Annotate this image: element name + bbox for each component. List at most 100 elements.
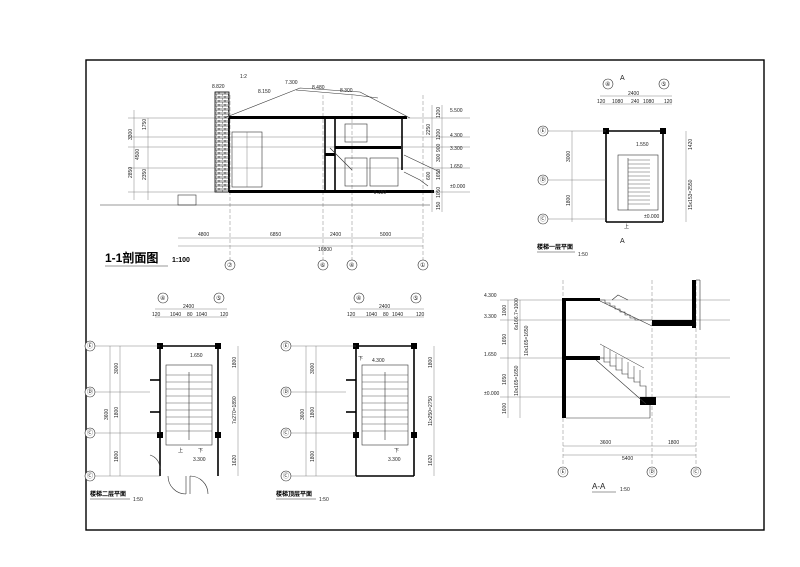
dim-text: 1040 <box>392 312 403 318</box>
elevation-mark: 1.650 <box>450 164 463 170</box>
elevation-mark: 8.300 <box>340 88 353 94</box>
dim-text: 1650 <box>502 374 508 385</box>
dim-text: 1800 <box>232 357 238 368</box>
axis-label: ⑤ <box>216 295 221 302</box>
section-a-a: 4.300 3.300 1.650 ±0.000 1000 1650 1650 … <box>484 279 730 493</box>
dim-text: 120 <box>416 312 425 318</box>
axis-label: Ⓔ <box>540 127 546 135</box>
elevation-mark: 3.300 <box>484 314 497 320</box>
axis-label: Ⓒ <box>87 472 93 480</box>
dim-text: 6850 <box>270 232 281 238</box>
sheet-border <box>85 59 765 531</box>
elevation-mark: 3.300 <box>450 146 463 152</box>
plan-first-floor: ④ ⑤ A A 2400 120 1080 240 1080 120 1.550… <box>537 75 694 258</box>
dim-text: 1040 <box>366 312 377 318</box>
roof-line <box>295 89 379 99</box>
dim-text: 1000 <box>502 305 508 316</box>
floor-slab <box>229 190 434 193</box>
chimney <box>214 91 230 193</box>
dim-text: 16800 <box>318 247 332 253</box>
axis-bubble <box>346 259 358 271</box>
stair-treads <box>166 374 212 432</box>
dim-text: 1800 <box>114 451 120 462</box>
window <box>344 123 368 143</box>
floor-slab <box>229 116 407 119</box>
handrail <box>611 294 629 301</box>
axis-bubble <box>646 466 658 478</box>
landing <box>566 298 600 301</box>
door-swing <box>149 454 161 470</box>
elevation-mark: -0.150 <box>372 190 386 196</box>
dim-text: 3600 <box>104 409 110 420</box>
axis-bubble <box>658 78 670 90</box>
dim-text: 300 <box>436 153 442 162</box>
stair-flight <box>598 357 647 397</box>
axis-label: Ⓒ <box>87 429 93 437</box>
drawing-title: 1-1剖面图 <box>105 250 158 265</box>
stair-soffit <box>599 300 653 327</box>
elevation-mark: 5.500 <box>450 108 463 114</box>
axis-label: Ⓔ <box>560 468 566 476</box>
axis-label: Ⓔ <box>283 342 289 350</box>
drawing-title: 楼梯一层平面 <box>537 243 573 251</box>
axis-bubble <box>157 292 169 304</box>
stair-treads <box>628 159 650 205</box>
dim-text: 120 <box>347 312 356 318</box>
dim-text: 4500 <box>135 149 141 160</box>
dim-text: 1080 <box>612 99 623 105</box>
drawing-scale: 1:100 <box>172 257 190 264</box>
dim-text: 600 <box>426 171 432 180</box>
landing <box>566 356 600 360</box>
elevation-mark: 1.650 <box>484 352 497 358</box>
dim-text: 120 <box>664 99 673 105</box>
dim-text: 2350 <box>142 169 148 180</box>
drawing-title: 楼梯二层平面 <box>90 490 126 498</box>
plan-top-floor: ④ ⑤ 2400 120 1040 80 1040 120 4.300 3.3 <box>276 292 435 503</box>
dim-text: 10x165=1650 <box>524 325 530 356</box>
axis-label: ⑦ <box>227 262 233 269</box>
landing <box>640 397 656 405</box>
dim-text: 2250 <box>426 124 432 135</box>
dim-text: 2400 <box>183 304 194 310</box>
dim-text: 3000 <box>310 363 316 374</box>
dim-text: 1200 <box>436 129 442 140</box>
dim-text: 2400 <box>330 232 341 238</box>
axis-label: ④ <box>349 262 354 269</box>
dim-text: 1040 <box>170 312 181 318</box>
axis-bubble <box>557 466 569 478</box>
dim-text: 2400 <box>628 91 639 97</box>
floor-slab <box>335 146 401 149</box>
dim-text: 1650 <box>502 334 508 345</box>
dim-text: 80 <box>383 312 389 318</box>
elevation-mark: ±0.000 <box>644 214 659 220</box>
dim-text: 2400 <box>379 304 390 310</box>
wall <box>562 298 566 418</box>
axis-label: Ⓒ <box>540 215 546 223</box>
dim-text: 240 <box>631 99 640 105</box>
dim-text: 11x250=2750 <box>428 396 434 426</box>
plan-second-floor: ④ ⑤ 2400 120 1040 80 1040 120 1.650 3.30… <box>84 292 239 503</box>
dim-text: 1800 <box>668 440 679 446</box>
dim-text: 3000 <box>114 363 120 374</box>
roof-line <box>223 87 411 119</box>
dim-text: 1800 <box>428 357 434 368</box>
drawing-scale: 1:50 <box>133 497 143 503</box>
dim-text: 1040 <box>196 312 207 318</box>
dim-text: 7x270=1890 <box>232 396 238 424</box>
roof-pitch: 1:2 <box>240 74 247 80</box>
direction-label: 下 <box>358 356 363 362</box>
axis-bubble <box>224 259 236 271</box>
dim-text: 1800 <box>566 195 572 206</box>
dim-text: 3600 <box>300 409 306 420</box>
elevation-mark: 3.300 <box>193 457 206 463</box>
drawing-title: A-A <box>592 482 606 491</box>
dim-text: 1420 <box>688 139 694 150</box>
axis-bubble <box>690 466 702 478</box>
axis-label: ④ <box>605 81 610 88</box>
handrail <box>599 343 645 382</box>
dim-text: 5400 <box>622 456 633 462</box>
direction-label: 上 <box>178 447 183 454</box>
floor-slab <box>325 153 335 156</box>
elevation-mark: 4.300 <box>450 133 463 139</box>
